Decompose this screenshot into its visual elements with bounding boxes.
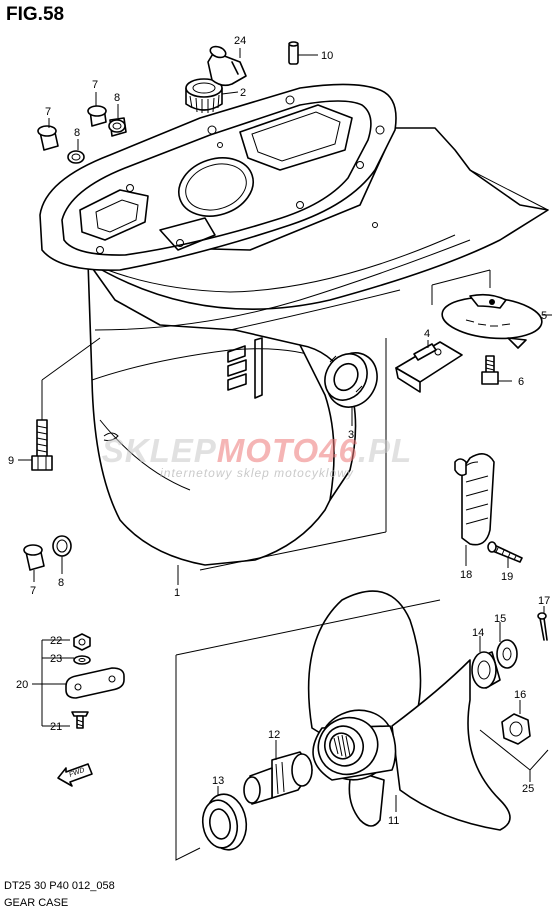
part-11-propeller — [307, 590, 511, 831]
figure-code: DT25 30 P40 012_058 — [4, 880, 115, 892]
callout-4: 4 — [424, 328, 430, 340]
callout-8c: 8 — [58, 577, 64, 589]
part-22-nut — [73, 633, 91, 651]
callout-16: 16 — [514, 689, 526, 701]
figure-name: GEAR CASE — [4, 897, 69, 909]
part-13-seal — [201, 793, 248, 851]
callout-14: 14 — [472, 627, 484, 639]
callout-25: 25 — [522, 783, 534, 795]
watermark-logo: SKLEPMOTO46.PL — [101, 432, 413, 469]
part-16-nut — [501, 713, 531, 745]
callout-2: 2 — [240, 87, 246, 99]
part-19-screw — [487, 541, 523, 563]
part-17-cotter-pin — [537, 612, 548, 641]
watermark-subtitle: internetowy sklep motocyklowy — [160, 466, 354, 480]
callout-22: 22 — [50, 635, 62, 647]
part-18-anode — [454, 453, 495, 546]
callout-18: 18 — [460, 569, 472, 581]
callout-numbers: 24 10 2 7 8 7 8 5 4 6 3 9 18 19 7 8 1 17… — [8, 35, 550, 827]
callout-19: 19 — [501, 571, 513, 583]
callout-13: 13 — [212, 775, 224, 787]
callout-23: 23 — [50, 653, 62, 665]
callout-15: 15 — [494, 613, 506, 625]
callout-7c: 7 — [30, 585, 36, 597]
part-5-anti-cavitation-plate — [441, 293, 543, 349]
callout-3: 3 — [348, 429, 354, 441]
gear-case-housing — [39, 83, 549, 566]
callout-1: 1 — [174, 587, 180, 599]
lower-plugs — [23, 535, 72, 571]
leader-lines — [18, 48, 552, 861]
callout-8b: 8 — [74, 127, 80, 139]
flange-bolt-holes — [96, 95, 385, 254]
part-15-washer — [496, 639, 518, 669]
part-12-sleeve — [243, 751, 313, 805]
part-3-bearing — [324, 352, 378, 408]
upper-plugs — [37, 105, 127, 164]
callout-11: 11 — [388, 815, 399, 827]
part-2-bushing — [185, 78, 223, 113]
callout-5: 5 — [541, 310, 547, 322]
part-6-bolt — [481, 355, 499, 385]
callout-6: 6 — [518, 376, 524, 388]
part-21-screw — [71, 711, 89, 729]
part-9-bolt — [31, 419, 53, 471]
callout-12: 12 — [268, 729, 280, 741]
fwd-arrow-icon: FWD — [57, 763, 93, 787]
part-10-pin — [288, 41, 299, 65]
callout-20: 20 — [16, 679, 28, 691]
callout-21: 21 — [50, 721, 62, 733]
callout-7b: 7 — [45, 106, 51, 118]
water-intake-grille — [227, 337, 263, 399]
part-14-spacer — [471, 651, 501, 689]
part-20-strap — [65, 667, 125, 699]
callout-17: 17 — [538, 595, 550, 607]
part-23-washer — [73, 655, 91, 665]
callout-7a: 7 — [92, 79, 98, 91]
callout-24: 24 — [234, 35, 246, 47]
callout-8a: 8 — [114, 92, 120, 104]
callout-9: 9 — [8, 455, 14, 467]
watermark: SKLEPMOTO46.PL internetowy sklep motocyk… — [92, 432, 422, 481]
part-24-dowel — [207, 45, 247, 87]
figure-title: FIG.58 — [6, 4, 65, 25]
callout-10: 10 — [321, 50, 333, 62]
part-4-holder — [395, 341, 463, 393]
